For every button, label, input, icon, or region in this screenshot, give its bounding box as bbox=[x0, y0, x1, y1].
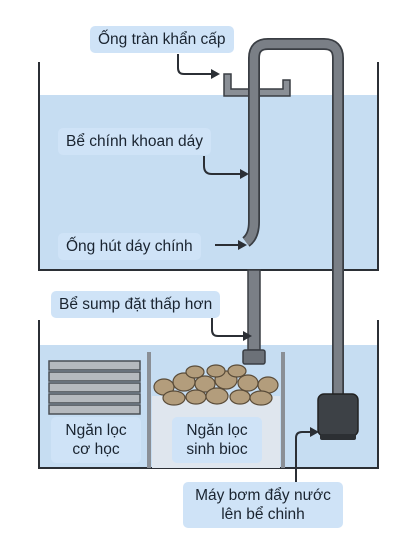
pump-base bbox=[320, 434, 356, 440]
return-pump bbox=[317, 393, 359, 437]
label-return-pump-line1: Máy bơm đẩy nước bbox=[195, 487, 331, 504]
label-return-pump-line2: lên bể chinh bbox=[221, 506, 305, 523]
label-bio-filter: Ngăn lọc sinh bioc bbox=[172, 417, 262, 463]
emergency-overflow-box bbox=[223, 73, 291, 97]
label-return-pump: Máy bơm đẩy nước lên bể chinh bbox=[183, 482, 343, 528]
sump-drain-pipe bbox=[247, 269, 261, 351]
label-bio-filter-line2: sinh bioc bbox=[186, 441, 248, 458]
bio-rocks bbox=[153, 364, 279, 406]
sump-drain-outlet bbox=[242, 349, 266, 365]
leader-arrows bbox=[177, 54, 312, 482]
label-main-tank: Bể chính khoan dáy bbox=[58, 128, 212, 155]
baffle-right bbox=[281, 352, 285, 468]
label-sump-tank: Bể sump đặt thấp hơn bbox=[51, 291, 221, 318]
arrowheads bbox=[211, 69, 319, 437]
label-bio-filter-line1: Ngăn lọc bbox=[186, 422, 248, 439]
baffle-left bbox=[147, 352, 151, 468]
label-main-drain: Ống hút dáy chính bbox=[58, 233, 201, 260]
label-mechanical-filter-line1: Ngăn lọc bbox=[65, 422, 127, 439]
main-tank-outline bbox=[38, 62, 379, 271]
label-mechanical-filter-line2: cơ học bbox=[72, 441, 120, 458]
filter-pads bbox=[48, 360, 141, 415]
label-mechanical-filter: Ngăn lọc cơ học bbox=[51, 417, 141, 463]
label-emergency-overflow: Ống tràn khẩn cấp bbox=[90, 26, 234, 53]
